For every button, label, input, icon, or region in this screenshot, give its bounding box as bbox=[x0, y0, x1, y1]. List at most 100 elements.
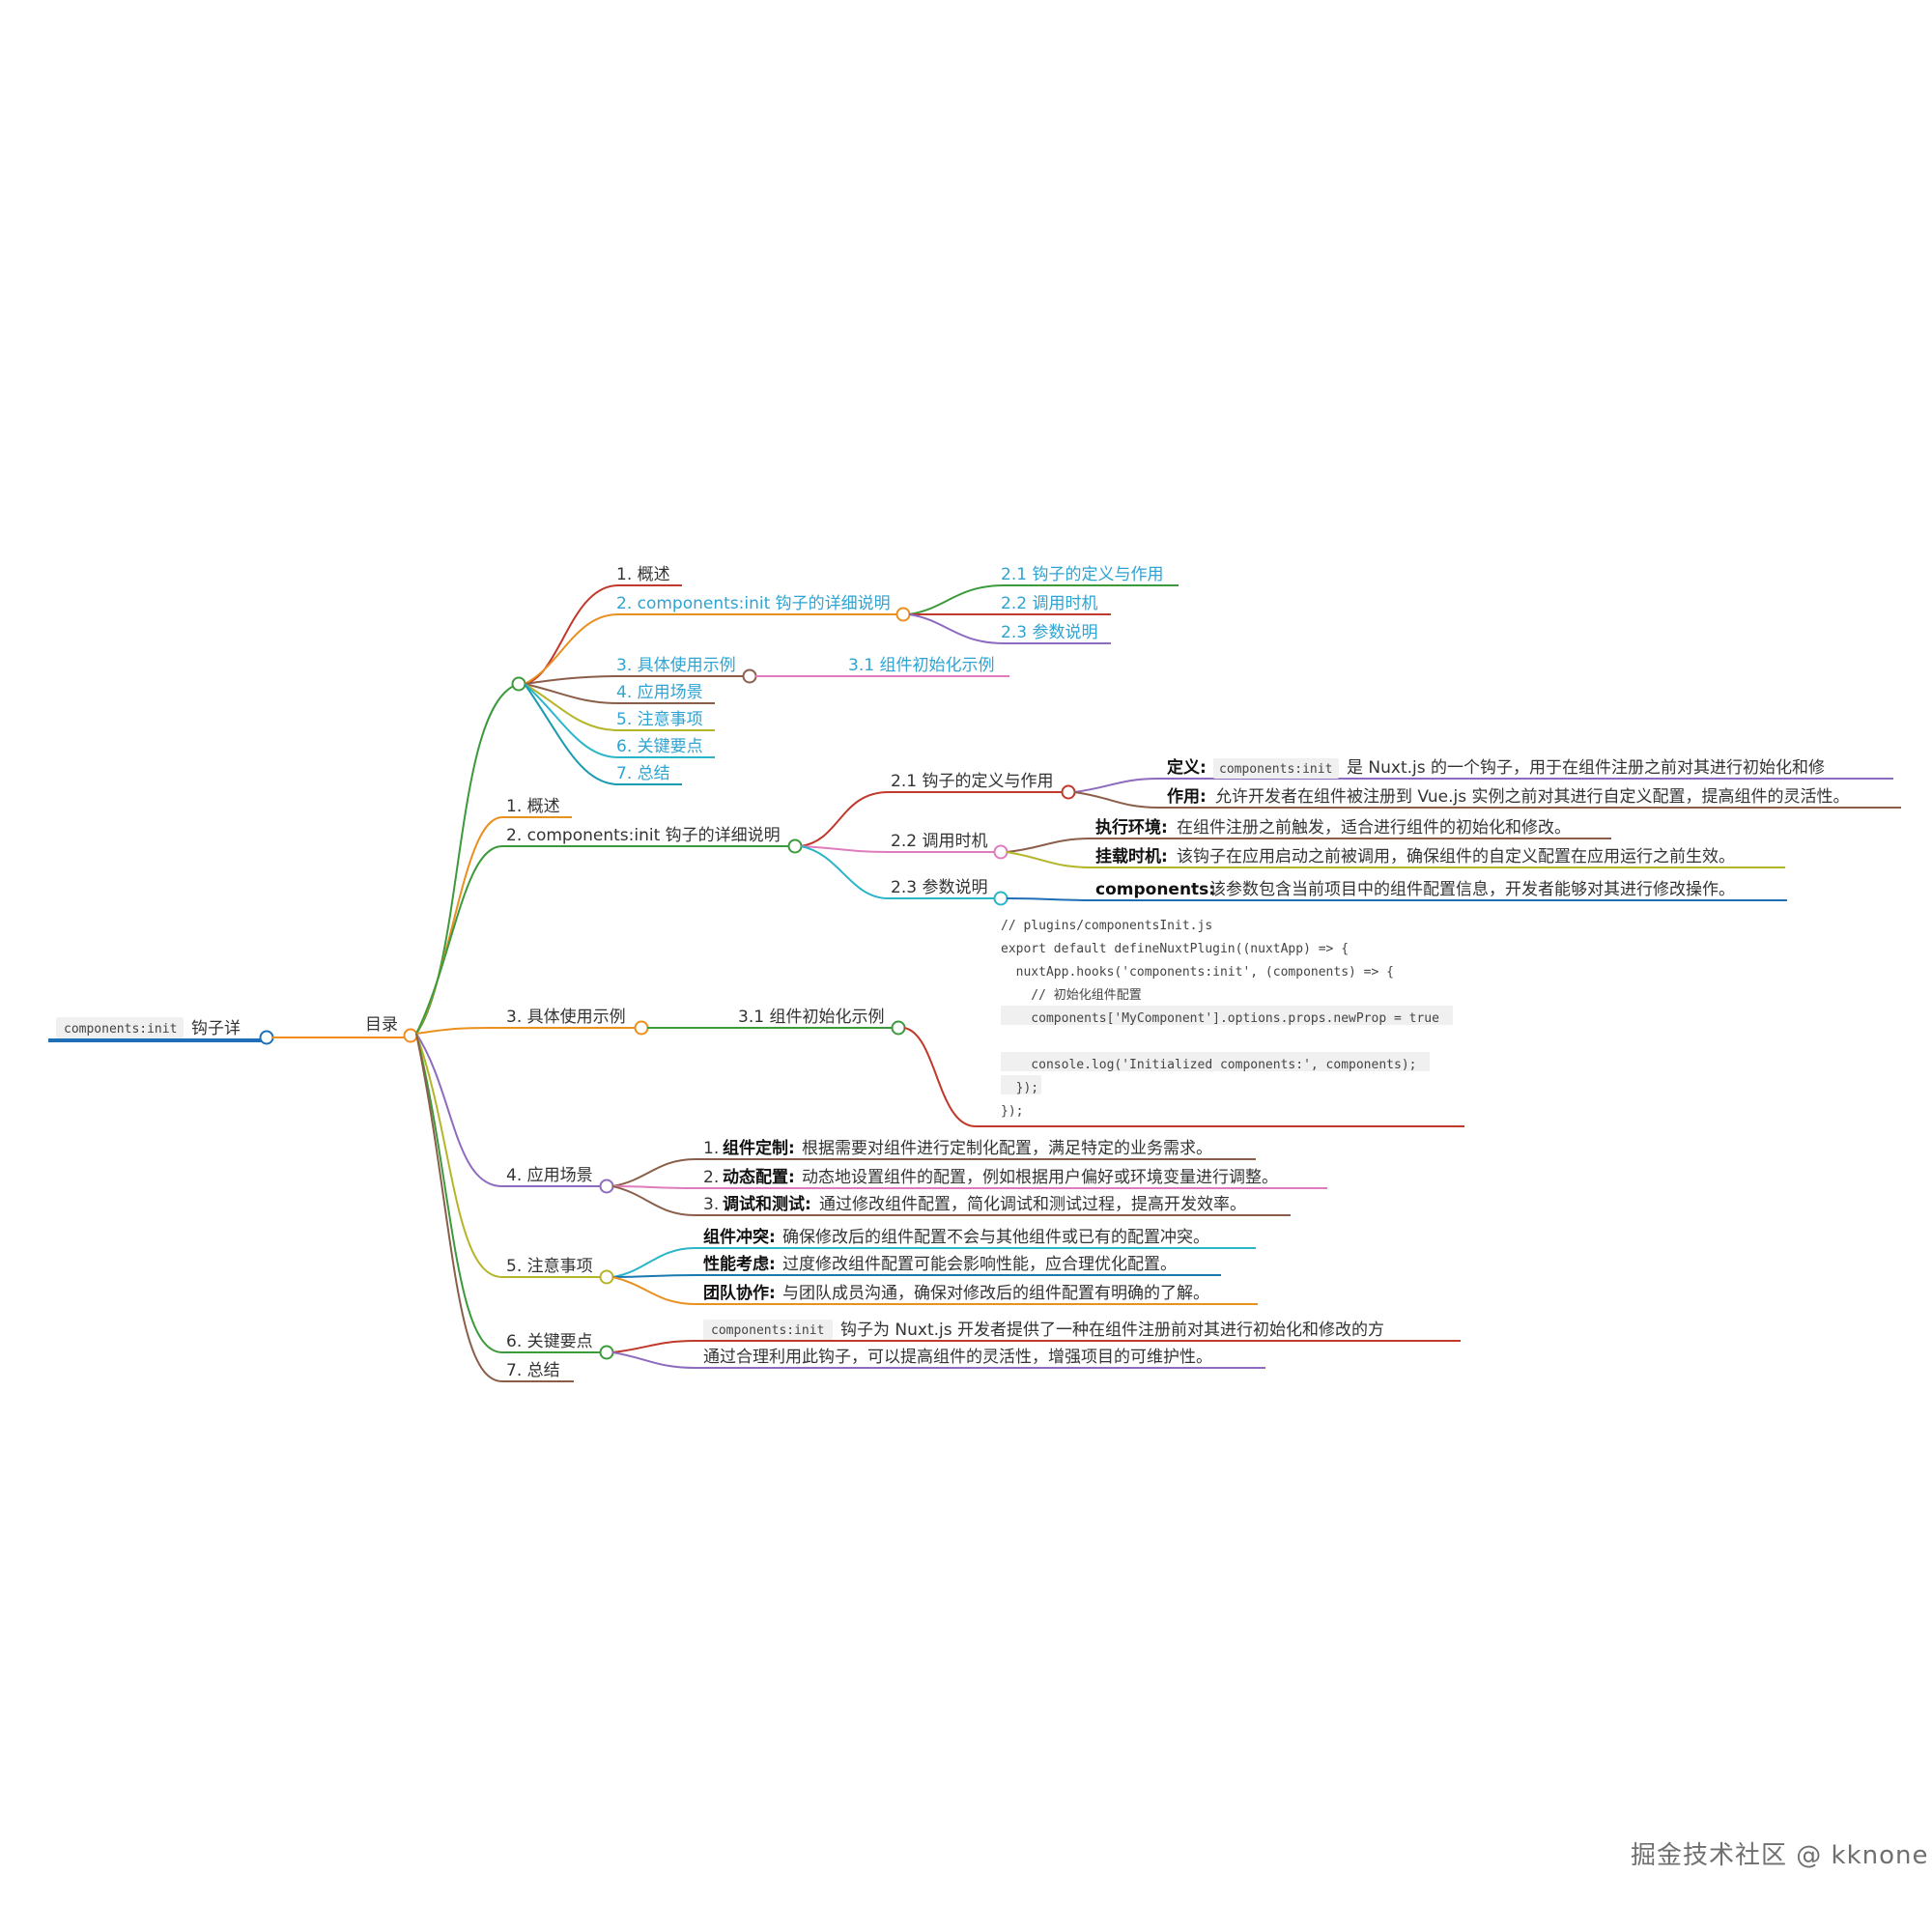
edge-sec1 bbox=[415, 816, 572, 1035]
root-node[interactable]: components:init 钩子详 bbox=[48, 1017, 274, 1045]
toc-link-2-3[interactable]: 2.3 参数说明 bbox=[1001, 623, 1097, 642]
sec2-dot[interactable] bbox=[787, 838, 803, 854]
toc-link-1[interactable]: 1. 概述 bbox=[616, 565, 670, 584]
sec4-item-1-text: 根据需要对组件进行定制化配置，满足特定的业务需求。 bbox=[802, 1139, 1212, 1158]
sec22-dot[interactable] bbox=[993, 844, 1009, 860]
sec21-definition: 定义: components:init 是 Nuxt.js 的一个钩子，用于在组… bbox=[1167, 757, 1825, 779]
edge-sec3 bbox=[415, 1027, 636, 1035]
sec5-label[interactable]: 5. 注意事项 bbox=[506, 1257, 593, 1276]
code-line-3: nuxtApp.hooks('components:init', (compon… bbox=[1001, 965, 1394, 980]
sec5-item-1-text: 确保修改后的组件配置不会与其他组件或已有的配置冲突。 bbox=[782, 1228, 1209, 1247]
edge-tocblock-6 bbox=[524, 683, 715, 758]
sec23-dot[interactable] bbox=[993, 891, 1009, 906]
toc-link-6[interactable]: 6. 关键要点 bbox=[616, 737, 703, 756]
toc-link-3-1[interactable]: 3.1 组件初始化示例 bbox=[848, 656, 994, 675]
sec5-item-3: 团队协作: 与团队成员沟通，确保对修改后的组件配置有明确的了解。 bbox=[703, 1283, 1209, 1303]
edge-5-2 bbox=[611, 1274, 1221, 1278]
sec5-dot[interactable] bbox=[599, 1269, 614, 1285]
code-block: // plugins/componentsInit.js export defa… bbox=[1001, 919, 1453, 1119]
edge-sec2-22 bbox=[800, 845, 995, 853]
mount-text: 该钩子在应用启动之前被调用，确保组件的自定义配置在应用运行之前生效。 bbox=[1177, 847, 1735, 867]
sec6-line-1-text: 钩子为 Nuxt.js 开发者提供了一种在组件注册前对其进行初始化和修改的方 bbox=[840, 1321, 1384, 1340]
code-hl-3 bbox=[1001, 1075, 1041, 1094]
edge-tocblock-2 bbox=[524, 613, 898, 685]
code-line-1: // plugins/componentsInit.js bbox=[1001, 919, 1212, 933]
exec-label: 执行环境: bbox=[1095, 817, 1168, 838]
root-code: components:init bbox=[64, 1022, 177, 1037]
sec1-label[interactable]: 1. 概述 bbox=[506, 797, 560, 816]
toc-link-4[interactable]: 4. 应用场景 bbox=[616, 683, 703, 702]
sec4-item-3-num: 3. bbox=[703, 1195, 719, 1214]
sec5-item-3-label: 团队协作: bbox=[703, 1283, 776, 1303]
toc-node[interactable]: 目录 bbox=[365, 1015, 418, 1043]
sec5-item-2-text: 过度修改组件配置可能会影响性能，应合理优化配置。 bbox=[782, 1255, 1177, 1274]
sec23-param: components: 该参数包含当前项目中的组件配置信息，开发者能够对其进行修… bbox=[1095, 880, 1735, 899]
edge-sec2 bbox=[415, 845, 790, 1035]
edge-31-code bbox=[903, 1027, 1464, 1127]
sec6-dot[interactable] bbox=[599, 1345, 614, 1360]
toc-link-7[interactable]: 7. 总结 bbox=[616, 764, 670, 783]
edge-toc-tocblock bbox=[415, 685, 515, 1035]
toc-title: 目录 bbox=[365, 1015, 398, 1035]
sec3-dot[interactable] bbox=[634, 1020, 649, 1036]
edge-5-3 bbox=[611, 1276, 1258, 1305]
edge-sec2-23 bbox=[800, 845, 995, 899]
edge-5-1 bbox=[611, 1247, 1256, 1278]
edge-tocblock-3 bbox=[524, 675, 744, 685]
sec2-label[interactable]: 2. components:init 钩子的详细说明 bbox=[506, 826, 781, 845]
sec6-code: components:init bbox=[711, 1323, 824, 1338]
sec22-label[interactable]: 2.2 调用时机 bbox=[891, 832, 987, 851]
toc-link-3-dot[interactable] bbox=[742, 668, 757, 684]
edge-6-2 bbox=[611, 1351, 1265, 1369]
edge-6-1 bbox=[611, 1340, 1461, 1353]
param-text: 该参数包含当前项目中的组件配置信息，开发者能够对其进行修改操作。 bbox=[1209, 880, 1735, 899]
sec4-dot[interactable] bbox=[599, 1179, 614, 1194]
edge-tocblock-4 bbox=[524, 683, 715, 704]
sec21-dot[interactable] bbox=[1061, 784, 1076, 800]
code-line-9: }); bbox=[1001, 1104, 1023, 1119]
toc-link-2[interactable]: 2. components:init 钩子的详细说明 bbox=[616, 594, 891, 613]
toc-link-3[interactable]: 3. 具体使用示例 bbox=[616, 655, 736, 675]
sec21-label[interactable]: 2.1 钩子的定义与作用 bbox=[891, 772, 1053, 791]
tocblock-dot[interactable] bbox=[511, 676, 526, 692]
sec4-item-2: 2. 动态配置: 动态地设置组件的配置，例如根据用户偏好或环境变量进行调整。 bbox=[703, 1167, 1278, 1187]
edge-sec2-21 bbox=[800, 791, 1063, 847]
code-line-7: console.log('Initialized components:', c… bbox=[1001, 1058, 1416, 1072]
sec4-item-3-label: 调试和测试: bbox=[723, 1194, 811, 1214]
edge-4-2 bbox=[611, 1185, 1327, 1189]
code-hl-1 bbox=[1001, 1006, 1453, 1025]
edge-4-3 bbox=[611, 1185, 1291, 1216]
toc-link-5[interactable]: 5. 注意事项 bbox=[616, 710, 703, 729]
code-line-4: // 初始化组件配置 bbox=[1001, 988, 1142, 1003]
sec4-label[interactable]: 4. 应用场景 bbox=[506, 1166, 593, 1185]
sec31-label[interactable]: 3.1 组件初始化示例 bbox=[738, 1008, 884, 1027]
sec6-line-2: 通过合理利用此钩子，可以提高组件的灵活性，增强项目的可维护性。 bbox=[703, 1348, 1212, 1367]
sec5-item-3-text: 与团队成员沟通，确保对修改后的组件配置有明确的了解。 bbox=[782, 1284, 1209, 1303]
sec4-item-1: 1. 组件定制: 根据需要对组件进行定制化配置，满足特定的业务需求。 bbox=[703, 1138, 1212, 1158]
sec3-label[interactable]: 3. 具体使用示例 bbox=[506, 1007, 626, 1027]
edge-sec7 bbox=[415, 1033, 574, 1382]
root-expand-dot[interactable] bbox=[259, 1030, 274, 1045]
sec4-item-2-text: 动态地设置组件的配置，例如根据用户偏好或环境变量进行调整。 bbox=[802, 1168, 1278, 1187]
def-text: 是 Nuxt.js 的一个钩子，用于在组件注册之前对其进行初始化和修 bbox=[1347, 758, 1825, 778]
toc-expand-dot[interactable] bbox=[403, 1028, 418, 1043]
sec4-item-3: 3. 调试和测试: 通过修改组件配置，简化调试和测试过程，提高开发效率。 bbox=[703, 1194, 1246, 1214]
edge-21-role bbox=[1073, 791, 1901, 809]
toc-link-2-2[interactable]: 2.2 调用时机 bbox=[1001, 594, 1097, 613]
def-code: components:init bbox=[1219, 762, 1332, 777]
sec7-label[interactable]: 7. 总结 bbox=[506, 1361, 560, 1380]
root-text: 钩子详 bbox=[191, 1019, 241, 1038]
code-line-8: }); bbox=[1001, 1081, 1038, 1095]
edge-23-param bbox=[1006, 897, 1787, 901]
sec4-item-2-num: 2. bbox=[703, 1168, 719, 1187]
sec23-label[interactable]: 2.3 参数说明 bbox=[891, 878, 987, 897]
sec4-item-3-text: 通过修改组件配置，简化调试和测试过程，提高开发效率。 bbox=[819, 1195, 1246, 1214]
edge-21-def bbox=[1073, 778, 1893, 793]
sec6-code-bg bbox=[703, 1320, 833, 1340]
toc-link-2-1[interactable]: 2.1 钩子的定义与作用 bbox=[1001, 565, 1163, 584]
toc-link-2-dot[interactable] bbox=[895, 607, 911, 622]
sec6-label[interactable]: 6. 关键要点 bbox=[506, 1332, 593, 1351]
sec31-dot[interactable] bbox=[891, 1020, 906, 1036]
param-label: components: bbox=[1095, 880, 1215, 899]
